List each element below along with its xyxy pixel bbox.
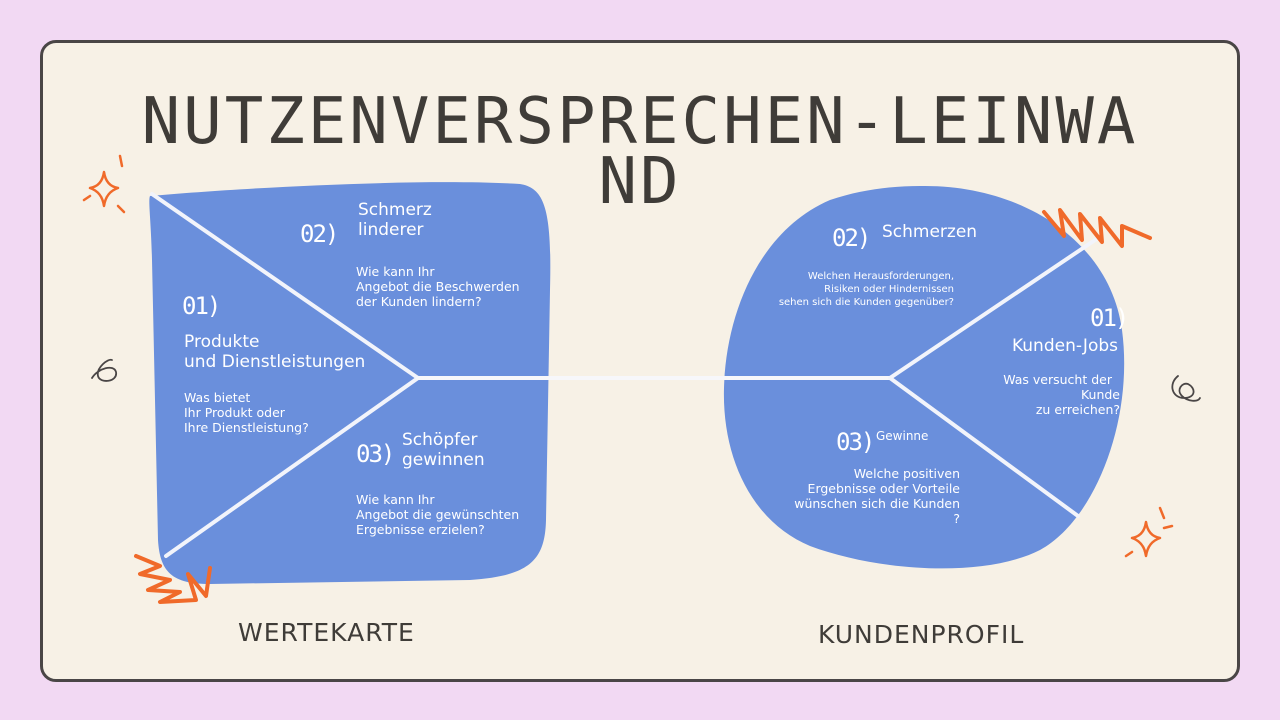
value-map-divider-upper: [150, 192, 420, 380]
pains-question: Welchen Herausforderungen, Risiken oder …: [778, 271, 954, 308]
sparkle-icon: [1124, 506, 1174, 558]
products-number: 01): [182, 292, 221, 320]
value-map-shape: [149, 182, 551, 584]
value-map-label: WERTEKARTE: [238, 618, 415, 647]
pain-relievers-question: Wie kann Ihr Angebot die Beschwerden der…: [356, 264, 520, 309]
pain-relievers-number: 02): [300, 220, 339, 248]
page-title: NUTZENVERSPRECHEN-LEINWA ND: [100, 85, 1180, 219]
squiggle-icon: [1042, 208, 1152, 248]
gain-creators-question: Wie kann Ihr Angebot die gewünschten Erg…: [356, 492, 520, 537]
customer-divider-lower: [888, 376, 1080, 518]
products-question: Was bietet Ihr Produkt oder Ihre Dienstl…: [184, 390, 309, 435]
sparkle-icon: [82, 154, 126, 214]
squiggle-icon: [134, 554, 212, 604]
customer-divider-upper: [888, 236, 1100, 380]
gain-creators-heading: Schöpfer gewinnen: [402, 430, 485, 470]
customer-profile-label: KUNDENPROFIL: [818, 620, 1025, 649]
gains-number: 03): [836, 428, 875, 456]
title-line-1: NUTZENVERSPRECHEN-LEINWA: [141, 85, 1139, 159]
jobs-question: Was versucht der Kunde zu erreichen?: [1003, 372, 1120, 417]
customer-profile-shape: [723, 185, 1125, 569]
title-line-2: ND: [598, 145, 682, 219]
swirl-icon: [1171, 375, 1201, 402]
gains-question: Welche positiven Ergebnisse oder Vorteil…: [794, 466, 960, 526]
pain-relievers-heading: Schmerz linderer: [358, 200, 432, 240]
jobs-heading: Kunden-Jobs: [1011, 336, 1118, 356]
swirl-icon: [91, 358, 117, 382]
value-map-divider-lower: [164, 376, 420, 558]
pains-heading: Schmerzen: [882, 222, 978, 242]
pains-number: 02): [832, 224, 871, 252]
gains-heading: Gewinne: [876, 429, 929, 443]
jobs-number: 01): [1090, 304, 1129, 332]
gain-creators-number: 03): [356, 440, 395, 468]
products-heading: Produkte und Dienstleistungen: [184, 332, 366, 372]
